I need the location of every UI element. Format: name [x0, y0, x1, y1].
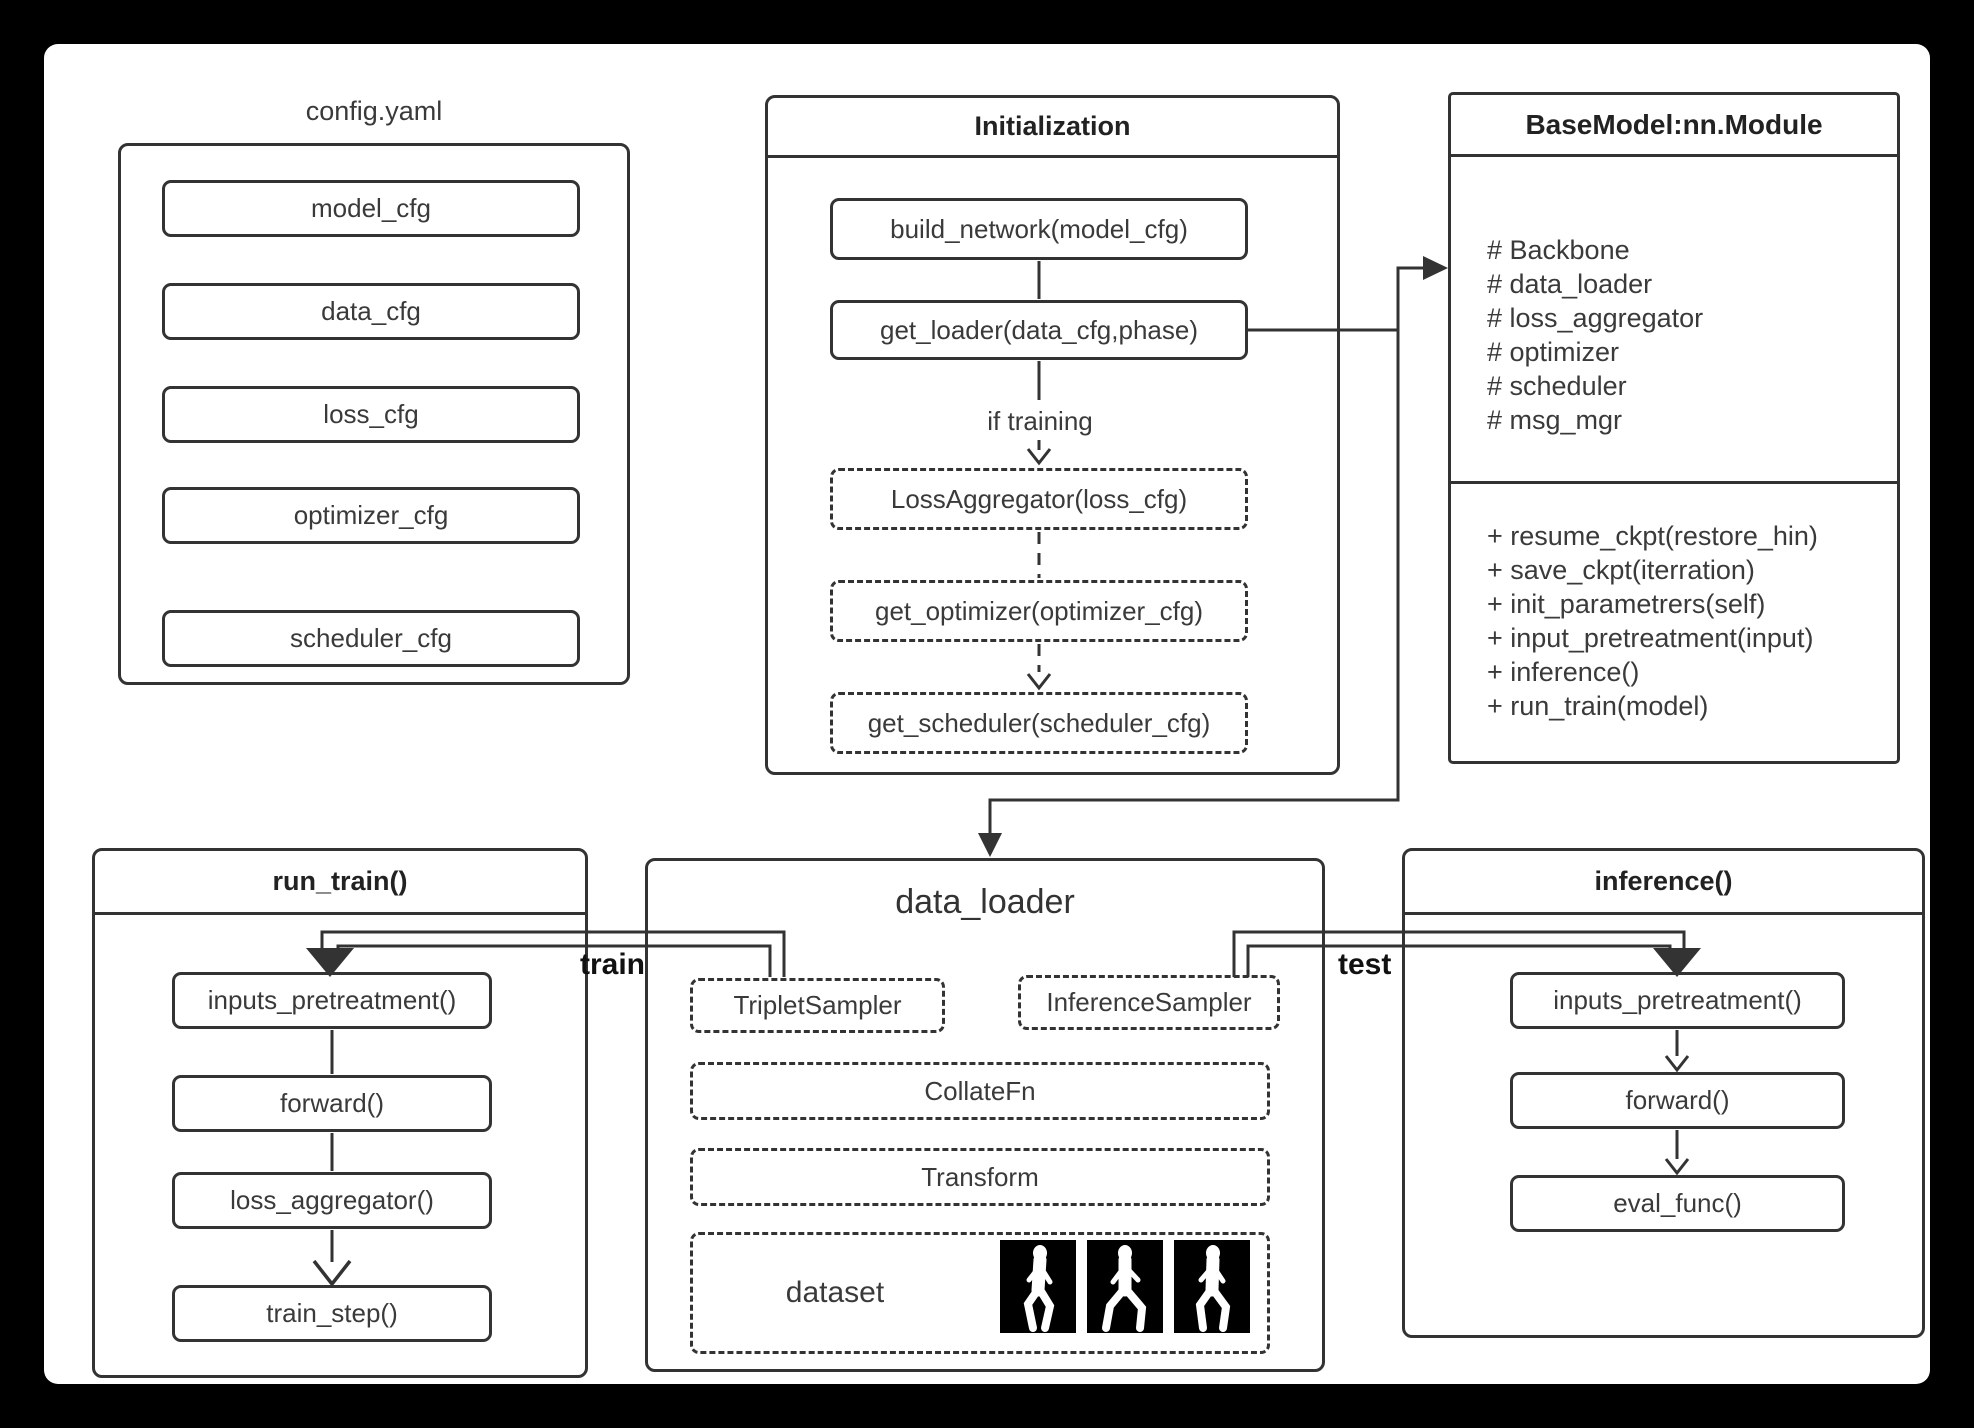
data-loader-title: data_loader: [895, 883, 1075, 921]
basemodel-method: + inference(): [1487, 657, 1640, 687]
inference-forward: forward(): [1510, 1072, 1845, 1129]
triplet-sampler-node: TripletSampler: [690, 978, 945, 1033]
inference-eval-func: eval_func(): [1510, 1175, 1845, 1232]
config-item-data-cfg: data_cfg: [162, 283, 580, 340]
basemodel-method: + save_ckpt(iterration): [1487, 555, 1755, 585]
basemodel-method: + run_train(model): [1487, 691, 1709, 721]
walking-person-silhouette-icon: [1087, 1240, 1163, 1333]
basemodel-field: # loss_aggregator: [1487, 303, 1704, 333]
basemodel-field: # optimizer: [1487, 337, 1620, 367]
config-item-model-cfg: model_cfg: [162, 180, 580, 237]
dataset-label: dataset: [755, 1268, 915, 1318]
run-train-title: run_train(): [95, 851, 585, 915]
config-item-optimizer-cfg: optimizer_cfg: [162, 487, 580, 544]
initialization-title: Initialization: [768, 98, 1337, 158]
basemodel-method: + resume_ckpt(restore_hin): [1487, 521, 1818, 551]
collate-fn-node: CollateFn: [690, 1062, 1270, 1120]
build-network-node: build_network(model_cfg): [830, 198, 1248, 260]
inference-sampler-node: InferenceSampler: [1018, 975, 1280, 1030]
basemodel-field: # data_loader: [1487, 269, 1653, 299]
run-train-train-step: train_step(): [172, 1285, 492, 1342]
get-loader-node: get_loader(data_cfg,phase): [830, 300, 1248, 360]
basemodel-title: BaseModel:nn.Module: [1451, 95, 1897, 157]
config-item-loss-cfg: loss_cfg: [162, 386, 580, 443]
basemodel-methods: + resume_ckpt(restore_hin) + save_ckpt(i…: [1487, 519, 1818, 723]
basemodel-method: + init_parametrers(self): [1487, 589, 1766, 619]
config-group-title: config.yaml: [305, 96, 443, 126]
walking-person-silhouette-icon: [1000, 1240, 1076, 1333]
test-flow-label: test: [1338, 948, 1392, 981]
basemodel-field: # Backbone: [1487, 235, 1630, 265]
config-item-scheduler-cfg: scheduler_cfg: [162, 610, 580, 667]
run-train-loss-aggregator: loss_aggregator(): [172, 1172, 492, 1229]
basemodel-method: + input_pretreatment(input): [1487, 623, 1814, 653]
basemodel-field: # msg_mgr: [1487, 405, 1623, 435]
basemodel-section-divider: [1450, 481, 1898, 484]
run-train-forward: forward(): [172, 1075, 492, 1132]
basemodel-fields: # Backbone # data_loader # loss_aggregat…: [1487, 233, 1703, 437]
walking-person-silhouette-icon: [1174, 1240, 1250, 1333]
basemodel-field: # scheduler: [1487, 371, 1627, 401]
train-flow-label: train: [580, 948, 646, 981]
get-optimizer-node: get_optimizer(optimizer_cfg): [830, 580, 1248, 642]
inference-inputs-pretreatment: inputs_pretreatment(): [1510, 972, 1845, 1029]
transform-node: Transform: [690, 1148, 1270, 1206]
get-scheduler-node: get_scheduler(scheduler_cfg): [830, 692, 1248, 754]
inference-title: inference(): [1405, 851, 1922, 915]
run-train-inputs-pretreatment: inputs_pretreatment(): [172, 972, 492, 1029]
loss-aggregator-node: LossAggregator(loss_cfg): [830, 468, 1248, 530]
basemodel-box: BaseModel:nn.Module # Backbone # data_lo…: [1448, 92, 1900, 764]
if-training-label: if training: [950, 402, 1130, 440]
